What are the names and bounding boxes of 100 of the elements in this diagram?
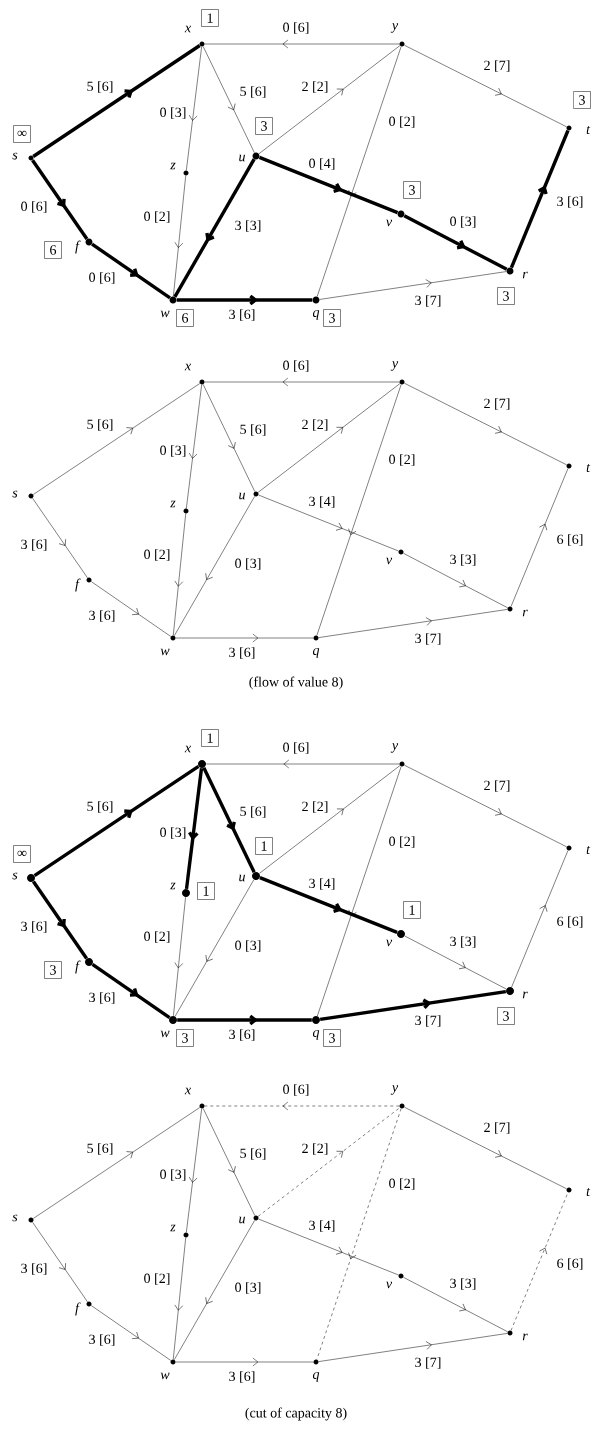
edge-label: 0 [3] [160, 1169, 186, 1181]
vertex-letter: z [170, 162, 176, 170]
edge-label: 5 [6] [240, 1148, 266, 1160]
vertex-letter: x [184, 363, 191, 371]
vertex-letter: t [586, 846, 591, 854]
vertex-letter: s [12, 490, 18, 498]
vertex-letter: w [160, 1030, 170, 1038]
edge-label: 3 [7] [415, 1357, 441, 1369]
boxed-label: 3 [255, 117, 273, 135]
edge-label: 0 [3] [160, 107, 186, 119]
edge-label: 0 [2] [389, 116, 415, 128]
edge-label: 0 [3] [235, 558, 261, 570]
vertex-letter: w [160, 310, 170, 318]
vertex-letter: t [586, 464, 591, 472]
vertex-letter: u [239, 874, 245, 882]
edge-label: 6 [6] [557, 534, 583, 546]
edge-label: 3 [6] [229, 309, 255, 321]
vertex-letter: s [12, 872, 18, 880]
edge-label: 0 [2] [144, 211, 170, 223]
vertex-letter: q [312, 1030, 320, 1040]
vertex-letter: v [386, 557, 393, 565]
edge-label: 2 [2] [302, 1143, 328, 1155]
vertex-letter: u [239, 1216, 245, 1224]
edge-label: 0 [6] [21, 201, 47, 213]
boxed-label: 6 [176, 309, 194, 327]
boxed-label: 6 [44, 241, 62, 259]
edge-label: 5 [6] [87, 1143, 113, 1155]
edge-label: 5 [6] [240, 424, 266, 436]
edge-label: 5 [6] [87, 419, 113, 431]
vertex-letter: f [75, 960, 81, 974]
edge-label: 0 [2] [144, 549, 170, 561]
edge-label: 3 [6] [229, 647, 255, 659]
vertex-letter: t [586, 1188, 591, 1196]
edge-label: 2 [2] [302, 81, 328, 93]
edge-label: 2 [7] [484, 780, 510, 792]
vertex-letter: w [160, 1372, 170, 1380]
boxed-label: 3 [403, 181, 421, 199]
boxed-label: 3 [497, 287, 515, 305]
edge-label: 3 [4] [309, 1220, 335, 1232]
edge-label: 3 [6] [89, 1334, 115, 1346]
edge-label: 0 [2] [389, 1178, 415, 1190]
vertex-letter: v [386, 219, 393, 227]
vertex-letter: v [386, 1281, 393, 1289]
edge-label: 3 [6] [89, 992, 115, 1004]
edge-label: 3 [4] [309, 878, 335, 890]
edge-label: 3 [3] [450, 1278, 476, 1290]
edge-label: 3 [6] [89, 610, 115, 622]
boxed-label: 3 [176, 1029, 194, 1047]
vertex-letter: r [522, 991, 528, 999]
edge-label: 6 [6] [557, 916, 583, 928]
boxed-label: 3 [44, 961, 62, 979]
vertex-letter: r [522, 609, 528, 617]
vertex-letter: q [312, 648, 320, 658]
edge-label: 2 [2] [302, 419, 328, 431]
boxed-label: 1 [255, 837, 273, 855]
edge-label: 0 [3] [450, 216, 476, 228]
edge-label: 3 [6] [229, 1371, 255, 1383]
vertex-letter: q [312, 1372, 320, 1382]
boxed-label: 3 [323, 309, 341, 327]
caption: (flow of value 8) [249, 676, 343, 690]
boxed-label: ∞ [13, 125, 31, 143]
boxed-label: 1 [201, 729, 219, 747]
vertex-letter: y [390, 361, 399, 371]
boxed-label: 1 [403, 901, 421, 919]
edge-label: 0 [6] [283, 1084, 309, 1096]
edge-label: 0 [2] [389, 836, 415, 848]
vertex-letter: x [184, 1087, 191, 1095]
edge-label: 3 [3] [450, 554, 476, 566]
edge-label: 3 [6] [21, 921, 47, 933]
vertex-letter: z [170, 500, 176, 508]
vertex-letter: f [75, 1302, 81, 1316]
vertex-letter: u [239, 154, 245, 162]
caption: (cut of capacity 8) [245, 1407, 347, 1421]
vertex-letter: s [12, 152, 18, 160]
boxed-label: 1 [197, 882, 215, 900]
edge-label: 6 [6] [557, 1258, 583, 1270]
vertex-letter: y [390, 23, 399, 33]
edge-label: 5 [6] [87, 81, 113, 93]
vertex-letter: x [184, 745, 191, 753]
vertex-letter: w [160, 648, 170, 656]
vertex-letter: f [75, 578, 81, 592]
vertex-letter: s [12, 1214, 18, 1222]
vertex-letter: z [170, 1224, 176, 1232]
edge-label: 0 [6] [283, 360, 309, 372]
edge-label: 3 [6] [21, 539, 47, 551]
edge-label: 0 [4] [309, 158, 335, 170]
boxed-label: 1 [201, 9, 219, 27]
vertex-letter: r [522, 1333, 528, 1341]
edge-label: 0 [3] [235, 1282, 261, 1294]
edge-label: 2 [7] [484, 60, 510, 72]
vertex-letter: t [586, 126, 591, 135]
edge-label: 3 [6] [229, 1029, 255, 1041]
vertex-letter: y [390, 1085, 399, 1095]
vertex-letter: r [522, 271, 528, 279]
vertex-letter: x [184, 25, 191, 33]
edge-label: 0 [2] [144, 1273, 170, 1285]
edge-label: 3 [7] [415, 295, 441, 307]
boxed-label: ∞ [13, 845, 31, 863]
vertex-letter: y [390, 743, 399, 753]
edge-label: 3 [6] [557, 196, 583, 208]
